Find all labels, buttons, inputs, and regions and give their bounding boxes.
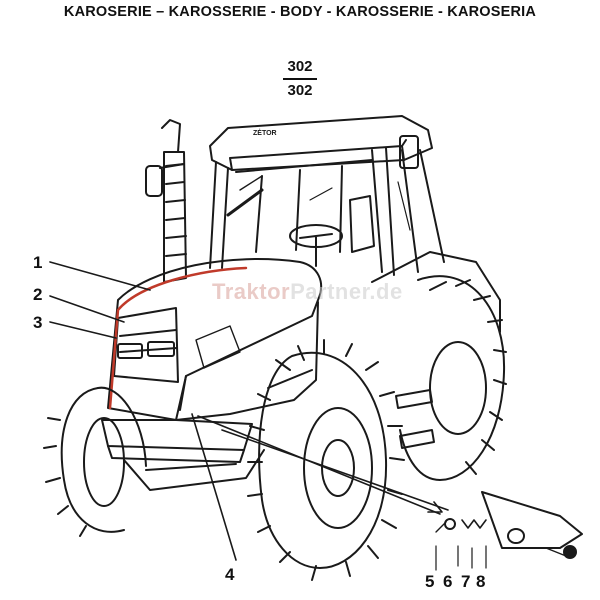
exhaust-stack (161, 119, 187, 283)
callout-6: 6 (443, 572, 453, 591)
steering-wheel (289, 224, 343, 267)
callout-8: 8 (476, 572, 486, 591)
hood-highlight (108, 266, 248, 410)
watermark-part2: Partner.de (290, 279, 403, 304)
cab-roof (209, 115, 433, 171)
callout-leaders (49, 261, 449, 561)
side-steps (395, 389, 435, 449)
front-grille (113, 307, 179, 383)
front-tire-left (43, 386, 147, 537)
callout-3: 3 (33, 313, 43, 332)
exploded-hardware (435, 491, 583, 571)
rear-tire-right (399, 275, 507, 481)
operator-seat (349, 195, 375, 253)
section-number-bottom: 302 (287, 82, 313, 99)
section-divider (283, 78, 317, 80)
right-mirror (399, 135, 419, 169)
watermark-part1: Traktor (212, 279, 291, 304)
cab-brand-label: ZĖTOR (253, 129, 277, 137)
callout-2: 2 (33, 285, 43, 304)
callout-5: 5 (425, 572, 435, 591)
callout-1: 1 (33, 253, 43, 272)
rear-fender (371, 251, 501, 333)
section-number-top: 302 (287, 58, 313, 75)
callout-7: 7 (461, 572, 471, 591)
front-tire-right (247, 339, 405, 581)
watermark: TraktorPartner.de (212, 279, 403, 305)
engine-hood (107, 258, 323, 421)
cab-frame (209, 147, 445, 276)
front-axle (123, 449, 265, 491)
page-header: KAROSERIE – KAROSSERIE - BODY - KAROSSER… (63, 4, 537, 20)
callout-4: 4 (225, 565, 235, 584)
